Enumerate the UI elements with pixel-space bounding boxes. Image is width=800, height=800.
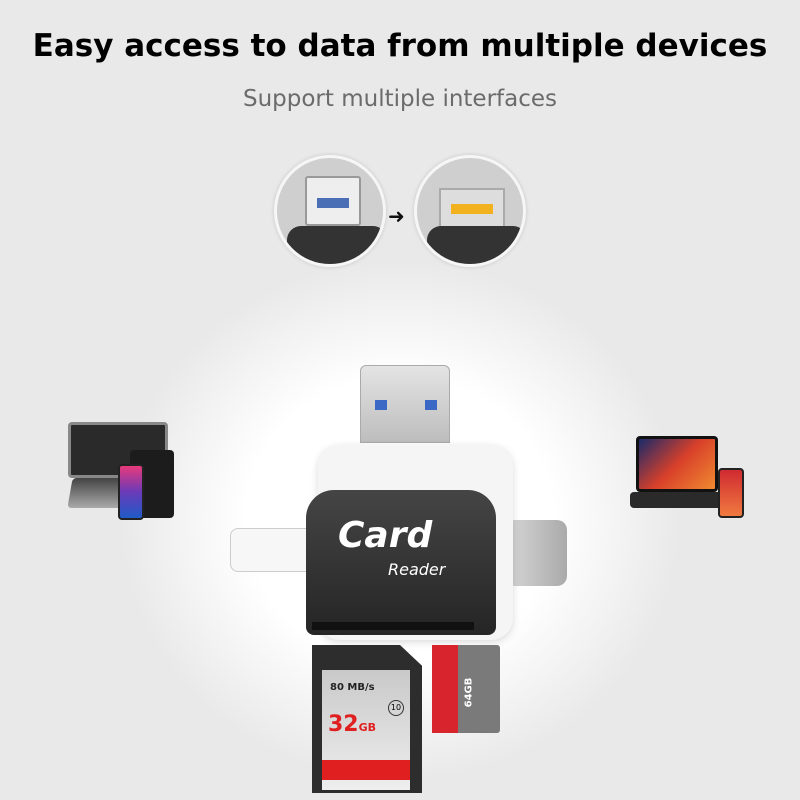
microsd-capacity: 64GB xyxy=(463,677,475,708)
usb-otg-plug-closeup xyxy=(414,155,526,267)
sd-capacity: 32GB xyxy=(328,712,377,737)
microsd-card: 64GB xyxy=(432,645,500,733)
logo-sub: Reader xyxy=(388,560,446,579)
usb-a-connector xyxy=(360,365,450,443)
logo-main: Card xyxy=(338,515,433,556)
sd-speed: 80 MB/s xyxy=(330,682,375,693)
usb-c-connector xyxy=(505,520,567,586)
sd-class: 10 xyxy=(388,700,404,716)
card-slot xyxy=(312,622,474,630)
sd-card: 80 MB/s 10 32GB xyxy=(312,645,422,793)
headline: Easy access to data from multiple device… xyxy=(32,28,768,64)
subheadline: Support multiple interfaces xyxy=(242,86,558,112)
card-reader-face xyxy=(306,490,496,635)
lightning-connector xyxy=(230,528,320,572)
usb-a-plug-closeup xyxy=(274,155,386,267)
arrow-right-icon: ➜ xyxy=(388,204,405,228)
